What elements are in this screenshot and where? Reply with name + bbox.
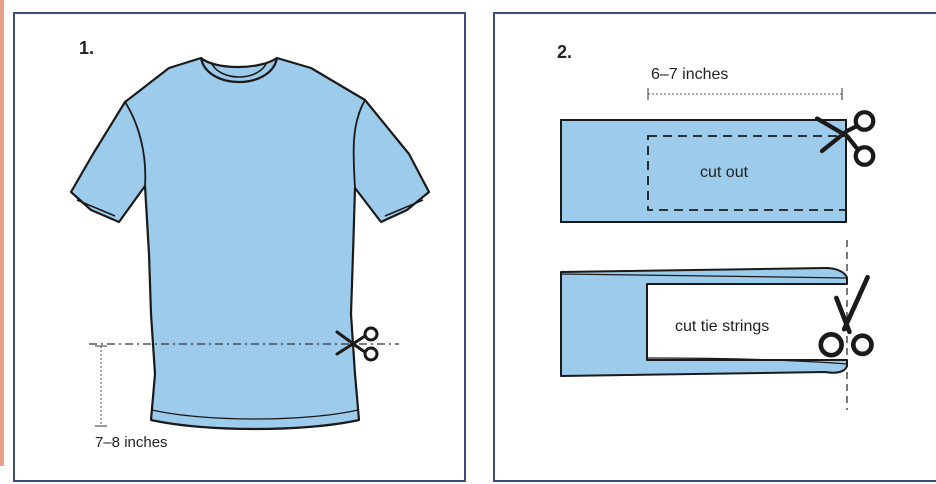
scissors-icon <box>821 277 872 355</box>
cutting-diagram <box>495 14 936 484</box>
tshirt-shape <box>71 58 429 429</box>
tshirt-illustration <box>15 14 468 484</box>
cut-tie-strings-label: cut tie strings <box>675 318 769 336</box>
cut-out-label: cut out <box>700 164 748 182</box>
left-edge-accent <box>0 0 4 466</box>
measurement-label-7-8: 7–8 inches <box>95 434 168 451</box>
step-1-panel: 1. 7–8 inches <box>13 12 466 482</box>
step-2-panel: 2. 6–7 inches cut out c <box>493 12 936 482</box>
measurement-label-6-7: 6–7 inches <box>651 66 728 84</box>
